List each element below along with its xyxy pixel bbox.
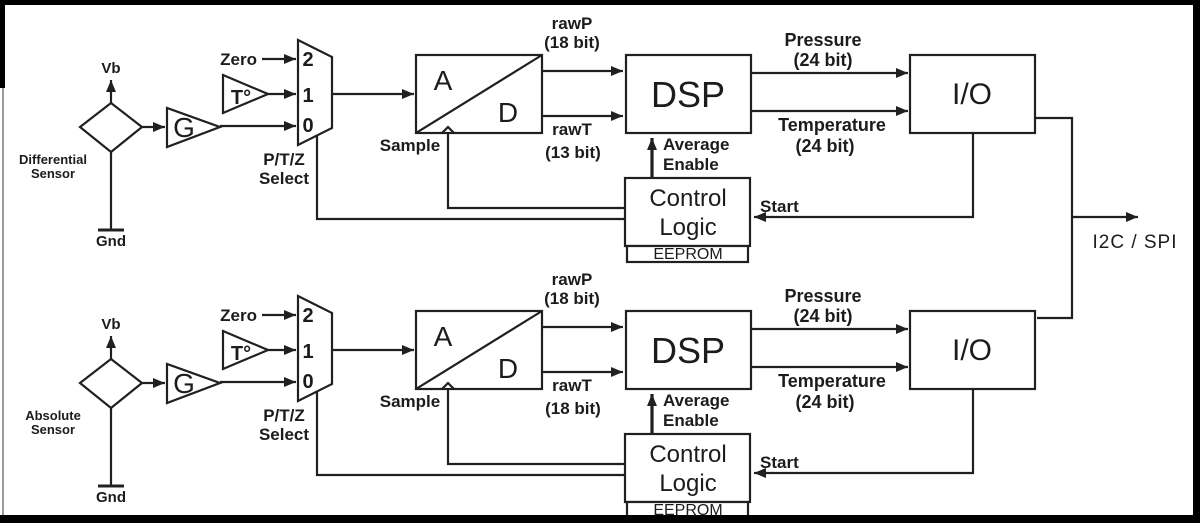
temperature-label: Temperature [778, 115, 886, 135]
frame-top [0, 0, 1200, 5]
sensor-bridge-icon [78, 357, 144, 410]
temp-sensor-label: T° [231, 343, 251, 365]
zero-label: Zero [220, 50, 257, 69]
temperature-label: Temperature [778, 371, 886, 391]
control-label-line2: Logic [659, 214, 716, 241]
gnd-label: Gnd [96, 489, 126, 506]
select-feedback-wire [315, 392, 625, 477]
channel-differential: Vb Differential Sensor Gnd G T° Zero 2 1… [19, 14, 1037, 264]
dsp-label: DSP [651, 330, 725, 371]
start-wire [754, 389, 975, 478]
io-label: I/O [952, 334, 992, 367]
io-box [908, 53, 1037, 135]
rawp-bits-label: (18 bit) [544, 289, 600, 308]
average-label: Average [663, 135, 729, 154]
control-logic-box [623, 176, 752, 248]
mux-input-1-label: 1 [302, 341, 313, 363]
pressure-bits-label: (24 bit) [793, 306, 852, 326]
clock-caret-icon [441, 381, 455, 390]
sensor-name-line2: Sensor [31, 166, 75, 181]
rawp-bits-label: (18 bit) [544, 33, 600, 52]
dsp-box [624, 53, 753, 135]
mux-input-0-label: 0 [302, 115, 313, 137]
rawt-bits-label: (18 bit) [545, 399, 601, 418]
sample-feedback-wire [446, 389, 625, 466]
mux-shape [296, 38, 334, 147]
mux-input-0-label: 0 [302, 371, 313, 393]
mux-input-2-label: 2 [302, 49, 313, 71]
io-bus-wire [1035, 116, 1074, 320]
adc-d-label: D [498, 97, 518, 128]
adc-a-label: A [434, 65, 453, 96]
enable-label: Enable [663, 155, 719, 174]
mux-shape [296, 294, 334, 403]
adc-diagonal [415, 54, 543, 134]
gnd-label: Gnd [96, 233, 126, 250]
sensor-name-line1: Differential [19, 152, 87, 167]
frame-left-thin [2, 88, 4, 515]
adc-a-label: A [434, 321, 453, 352]
sample-label: Sample [380, 392, 440, 411]
rawt-label: rawT [552, 120, 592, 139]
dsp-label: DSP [651, 74, 725, 115]
control-logic-box [623, 432, 752, 504]
gain-amplifier-icon [165, 106, 224, 149]
clock-caret-icon [441, 125, 455, 134]
adc-diagonal [415, 310, 543, 390]
pressure-label: Pressure [784, 30, 861, 50]
rawt-label: rawT [552, 376, 592, 395]
pressure-label: Pressure [784, 286, 861, 306]
start-label: Start [760, 197, 799, 216]
adc-d-label: D [498, 353, 518, 384]
zero-label: Zero [220, 306, 257, 325]
channel-absolute: Vb Absolute Sensor Gnd G T° Zero 2 1 0 P… [25, 270, 1037, 520]
rawp-label: rawP [552, 14, 593, 33]
sensor-name-line1: Absolute [25, 408, 81, 423]
control-label-line1: Control [649, 185, 726, 212]
vb-label: Vb [101, 316, 120, 333]
gain-label: G [173, 368, 195, 399]
temperature-bits-label: (24 bit) [795, 392, 854, 412]
select-feedback-wire [315, 136, 625, 221]
sample-feedback-wire [446, 133, 625, 210]
sensor-name-line2: Sensor [31, 422, 75, 437]
temp-sensor-label: T° [231, 87, 251, 109]
frame-left-thick [0, 0, 5, 88]
rawp-label: rawP [552, 270, 593, 289]
sensor-bridge-icon [78, 101, 144, 154]
temp-sensor-icon [221, 329, 271, 371]
temp-sensor-icon [221, 73, 271, 115]
mux-input-1-label: 1 [302, 85, 313, 107]
pressure-bits-label: (24 bit) [793, 50, 852, 70]
eeprom-label: EEPROM [653, 502, 722, 519]
eeprom-label: EEPROM [653, 246, 722, 263]
i2c-spi-label: I2C / SPI [1092, 232, 1177, 253]
eeprom-box [625, 244, 750, 264]
mux-input-2-label: 2 [302, 305, 313, 327]
rawt-bits-label: (13 bit) [545, 143, 601, 162]
gain-label: G [173, 112, 195, 143]
select-label-line2: Select [259, 425, 309, 444]
io-label: I/O [952, 78, 992, 111]
gain-amplifier-icon [165, 362, 224, 405]
select-label-line1: P/T/Z [263, 406, 305, 425]
control-label-line1: Control [649, 441, 726, 468]
enable-label: Enable [663, 411, 719, 430]
sample-label: Sample [380, 136, 440, 155]
select-label-line2: Select [259, 169, 309, 188]
average-label: Average [663, 391, 729, 410]
io-box [908, 309, 1037, 391]
start-wire [754, 133, 975, 222]
control-label-line2: Logic [659, 470, 716, 497]
start-label: Start [760, 453, 799, 472]
vb-label: Vb [101, 60, 120, 77]
temperature-bits-label: (24 bit) [795, 136, 854, 156]
select-label-line1: P/T/Z [263, 150, 305, 169]
frame-right [1193, 0, 1200, 523]
frame-bottom [0, 515, 1200, 523]
dsp-box [624, 309, 753, 391]
